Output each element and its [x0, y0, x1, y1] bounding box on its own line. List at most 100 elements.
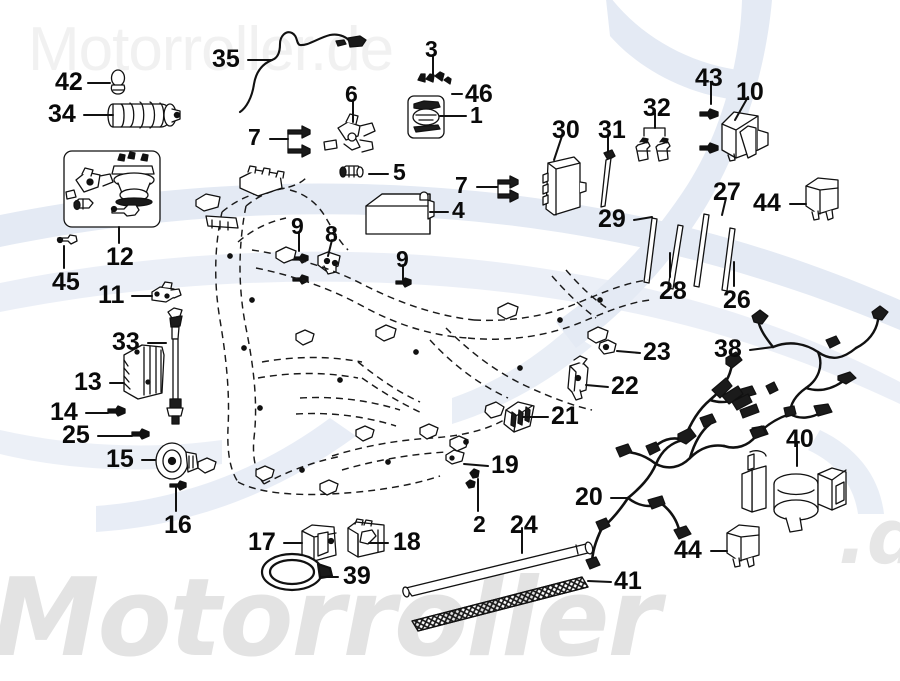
callout-number-6: 6 — [345, 81, 358, 107]
leader-line-41 — [587, 580, 612, 583]
callout-number-7b: 7 — [455, 172, 468, 198]
part-42-grommet — [110, 69, 126, 95]
part-4-battery — [365, 191, 435, 235]
part-31-long-bolt — [600, 149, 616, 208]
callout-number-12: 12 — [106, 243, 134, 271]
callout-number-38: 38 — [714, 335, 742, 363]
part-32-mounts — [635, 119, 671, 162]
leader-line-22 — [585, 384, 609, 388]
callout-number-31: 31 — [598, 116, 626, 144]
part-27-rod — [693, 213, 710, 288]
part-44-relay-upper — [805, 177, 839, 221]
part-23-grommet — [598, 339, 617, 355]
callout-number-35: 35 — [212, 45, 240, 73]
watermark-bottom-suffix: .d — [838, 492, 900, 581]
part-34-bellows — [107, 101, 181, 129]
callout-number-10: 10 — [736, 78, 764, 106]
callout-number-8: 8 — [325, 221, 338, 247]
part-40-carburetor — [741, 450, 847, 533]
part-7-screws-right — [479, 175, 519, 203]
part-35-sensor-cable — [238, 31, 352, 114]
part-41-sleeve — [411, 576, 589, 632]
leader-line-19 — [463, 463, 489, 467]
part-17-switch — [301, 524, 337, 562]
callout-number-13: 13 — [74, 368, 102, 396]
part-8-bracket — [317, 251, 341, 275]
part-18-switch — [347, 518, 385, 558]
part-39-cable-loop — [260, 552, 334, 592]
leader-line-8 — [327, 239, 333, 257]
part-21-flasher — [503, 401, 535, 433]
leader-line-29 — [633, 216, 653, 221]
callout-number-23: 23 — [643, 338, 671, 366]
callout-number-17: 17 — [248, 528, 276, 556]
callout-number-22: 22 — [611, 372, 639, 400]
part-12-detail-box — [63, 150, 161, 228]
part-44-relay-lower — [726, 524, 760, 568]
callout-number-45: 45 — [52, 268, 80, 296]
callout-number-40: 40 — [786, 425, 814, 453]
part-28-rod — [667, 224, 684, 290]
callout-number-20: 20 — [575, 483, 603, 511]
frame-outline — [215, 177, 651, 496]
part-10-starter-relay — [721, 111, 769, 162]
part-14-screw — [107, 405, 126, 417]
callout-number-43: 43 — [695, 64, 723, 92]
parts-artwork — [56, 31, 889, 632]
callout-number-34: 34 — [48, 100, 76, 128]
callout-number-9b: 9 — [396, 246, 409, 272]
part-25-screw — [131, 428, 150, 440]
callout-number-16: 16 — [164, 511, 192, 539]
leader-line-23 — [616, 350, 641, 354]
part-15-horn — [155, 442, 199, 480]
callout-number-33: 33 — [112, 328, 140, 356]
part-29-rod — [643, 217, 658, 284]
leader-line-27 — [721, 197, 727, 216]
callout-number-44a: 44 — [753, 189, 781, 217]
leader-line-10 — [734, 96, 749, 121]
part-45-stud — [56, 234, 78, 245]
callout-number-41: 41 — [614, 567, 642, 595]
callout-number-29: 29 — [598, 205, 626, 233]
callout-number-11: 11 — [98, 281, 125, 309]
leader-line-30 — [553, 135, 563, 161]
callout-number-18: 18 — [393, 528, 421, 556]
callout-number-15: 15 — [106, 445, 134, 473]
part-5-bushing — [339, 165, 364, 178]
part-1-horn-box — [407, 95, 445, 139]
leader-line-38 — [749, 346, 774, 351]
callout-number-26: 26 — [723, 286, 751, 314]
callout-number-2: 2 — [473, 511, 486, 537]
callout-number-42: 42 — [55, 68, 83, 96]
callout-number-4: 4 — [452, 197, 465, 223]
part-3-clips — [417, 71, 452, 85]
callout-number-21: 21 — [551, 402, 579, 430]
callout-number-32: 32 — [643, 94, 671, 122]
part-33-plug-lead — [166, 307, 184, 425]
callout-number-19: 19 — [491, 451, 519, 479]
part-30-cdi — [542, 156, 587, 216]
part-16-bolt — [169, 480, 187, 491]
part-43-screws — [699, 108, 719, 154]
callout-number-28: 28 — [659, 277, 687, 305]
callout-number-39: 39 — [343, 562, 371, 590]
part-6-ignition-switch — [323, 113, 376, 153]
part-22-regulator — [567, 355, 589, 401]
part-13-coil — [123, 344, 165, 400]
callout-number-25: 25 — [62, 421, 90, 449]
callout-number-44b: 44 — [674, 536, 702, 564]
callout-number-24: 24 — [510, 511, 538, 539]
callout-number-14: 14 — [50, 398, 78, 426]
part-26-rod — [721, 227, 736, 292]
callout-number-30: 30 — [552, 116, 580, 144]
callout-number-7a: 7 — [248, 124, 261, 150]
part-2-screw — [465, 468, 480, 489]
callout-number-5: 5 — [393, 159, 406, 185]
callout-number-3: 3 — [425, 36, 438, 62]
callout-number-9a: 9 — [291, 213, 304, 239]
part-19-clip — [445, 449, 465, 465]
callout-number-1: 1 — [470, 102, 483, 128]
callout-number-27: 27 — [713, 178, 741, 206]
callout-number-46: 46 — [465, 80, 493, 108]
